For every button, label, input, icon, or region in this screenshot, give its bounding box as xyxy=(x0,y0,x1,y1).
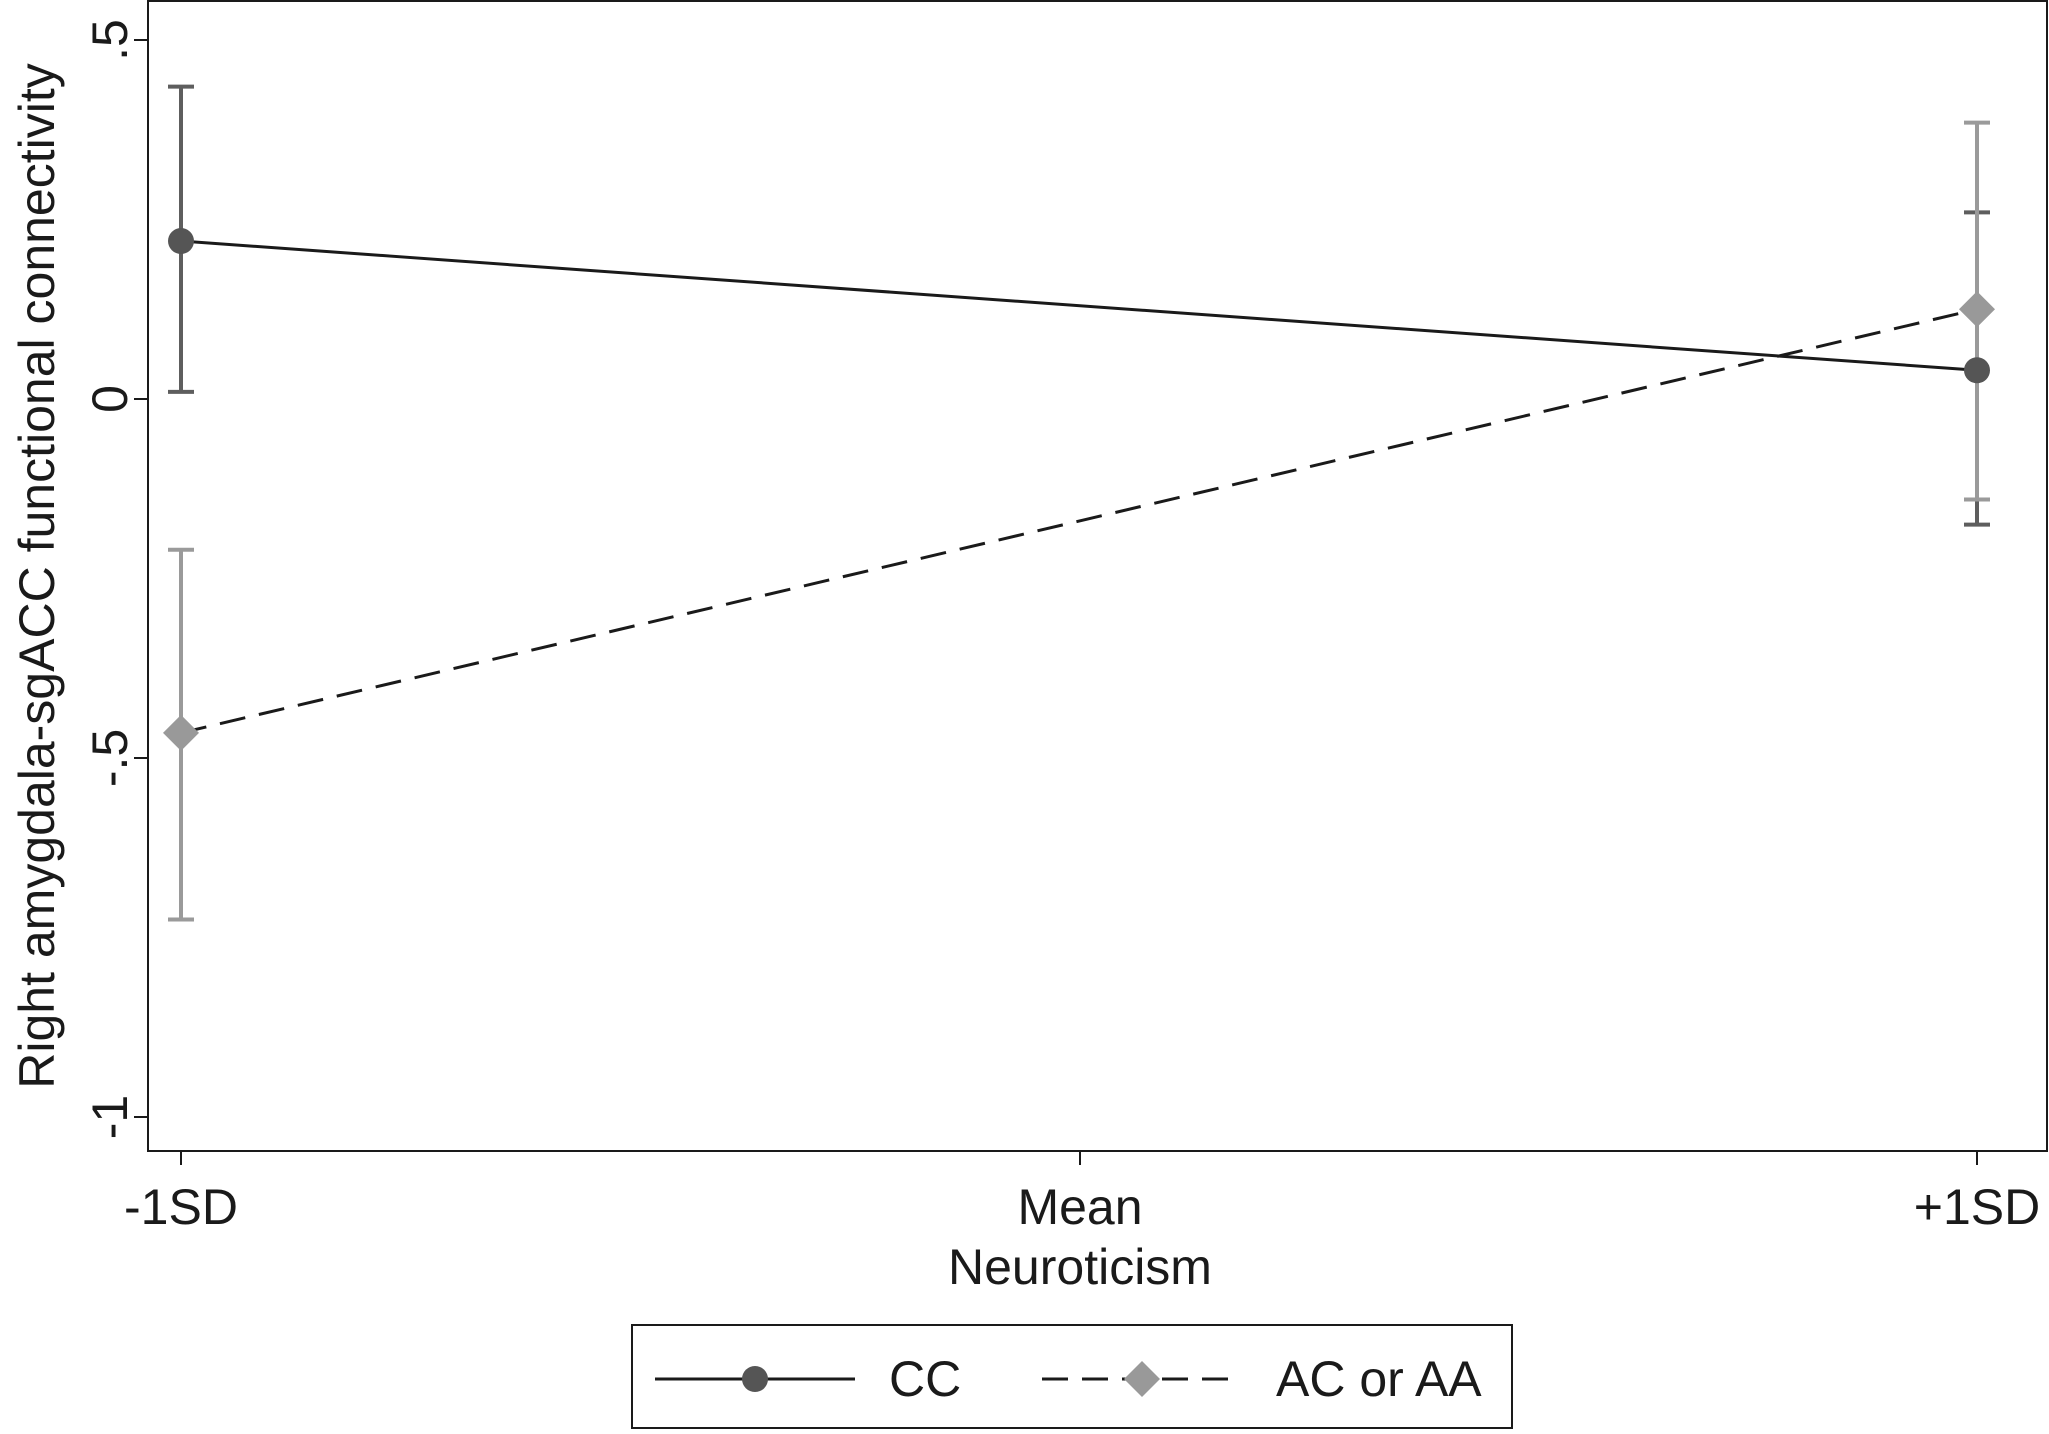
x-tick-label: Mean xyxy=(1017,1179,1142,1235)
plot-frame xyxy=(147,0,2048,1152)
legend: CC AC or AA xyxy=(631,1324,1513,1429)
data-point xyxy=(1964,357,1990,384)
y-tick-label: .5 xyxy=(82,19,138,61)
data-point xyxy=(168,228,194,255)
legend-marker xyxy=(1124,1361,1160,1397)
x-axis: -1SD Mean +1SD xyxy=(124,1151,2040,1235)
y-tick-label: 0 xyxy=(82,385,138,413)
x-tick-label: -1SD xyxy=(124,1179,238,1235)
series-layer xyxy=(163,84,1995,922)
y-axis: .5 0 -.5 -1 xyxy=(82,19,148,1139)
y-tick-label: -1 xyxy=(82,1095,138,1139)
series-line xyxy=(180,239,1978,372)
legend-marker xyxy=(742,1366,768,1392)
legend-entry: CC xyxy=(655,1351,961,1407)
y-tick-label: -.5 xyxy=(82,729,138,787)
data-point xyxy=(163,714,199,751)
legend-label: AC or AA xyxy=(1276,1351,1482,1407)
series-line xyxy=(180,307,1978,735)
x-tick-label: +1SD xyxy=(1914,1179,2040,1235)
y-axis-title: Right amygdala-sgACC functional connecti… xyxy=(9,63,65,1089)
legend-box xyxy=(631,1324,1513,1429)
data-point xyxy=(1959,291,1995,328)
legend-label: CC xyxy=(889,1351,961,1407)
x-axis-title: Neuroticism xyxy=(948,1239,1212,1295)
legend-entry: AC or AA xyxy=(1042,1351,1482,1407)
